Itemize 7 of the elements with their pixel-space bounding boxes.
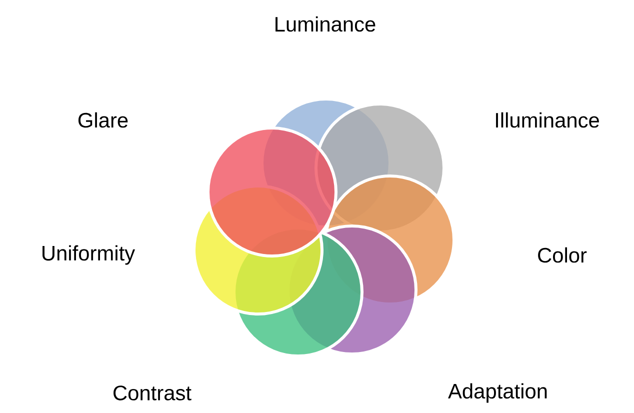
circle-label: Glare xyxy=(78,112,128,128)
circle-label: Luminance xyxy=(276,16,376,32)
circle-label: Color xyxy=(538,247,587,263)
circle-label: Uniformity xyxy=(42,245,136,265)
circle-label: Adaptation xyxy=(448,383,547,403)
circle-label: Illuminance xyxy=(496,112,599,128)
circle-label: Contrast xyxy=(114,386,192,400)
